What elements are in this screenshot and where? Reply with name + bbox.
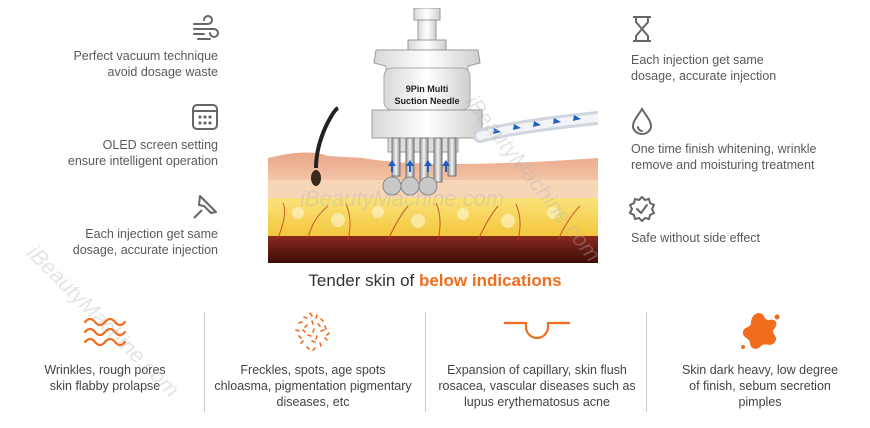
device-label-line1: 9Pin Multi — [406, 84, 449, 94]
device-label-line2: Suction Needle — [394, 96, 459, 106]
feature-vacuum-line1: Perfect vacuum technique — [73, 49, 218, 63]
feature-vacuum-line2: avoid dosage waste — [107, 65, 219, 79]
indication-wrinkles: Wrinkles, rough pores skin flabby prolap… — [0, 310, 210, 394]
feature-oled-line2: ensure intelligent operation — [67, 154, 218, 168]
feature-vacuum: Perfect vacuum technique avoid dosage wa… — [8, 48, 218, 80]
indications-headline: Tender skin of below indications — [0, 271, 870, 291]
indication-dark-skin-line1: Skin dark heavy, low degree — [681, 363, 839, 377]
indication-wrinkles-line1: Wrinkles, rough pores — [44, 363, 166, 377]
indication-dark-skin-line3: pimples — [738, 395, 782, 409]
indication-freckles-line1: Freckles, spots, age spots — [240, 363, 386, 377]
freckles-icon — [295, 312, 330, 351]
wrinkle-waves-icon — [83, 317, 127, 347]
pushpin-icon — [190, 192, 220, 222]
feature-whitening: One time finish whitening, wrinkle remov… — [631, 141, 831, 173]
indication-freckles: Freckles, spots, age spots chloasma, pig… — [208, 310, 418, 410]
indication-freckles-line3: diseases, etc — [276, 395, 350, 409]
feature-injection-right-line1: Each injection get same — [631, 53, 764, 67]
feature-whitening-line1: One time finish whitening, wrinkle — [631, 142, 817, 156]
feature-injection-right: Each injection get same dosage, accurate… — [631, 52, 831, 84]
wind-icon — [190, 14, 220, 44]
indication-freckles-line2: chloasma, pigmentation pigmentary — [214, 379, 412, 393]
indication-capillary-line3: lupus erythematosus acne — [464, 395, 610, 409]
safety-badge-icon — [627, 194, 657, 224]
skin-dip-icon — [504, 321, 570, 340]
keypad-icon — [190, 102, 220, 132]
feature-injection-right-line2: dosage, accurate injection — [631, 69, 777, 83]
headline-highlight: below indications — [418, 271, 562, 290]
suction-needle-illustration: 9Pin Multi Suction Needle — [268, 7, 605, 263]
feature-safe: Safe without side effect — [631, 230, 831, 246]
headline-prefix: Tender skin of — [308, 271, 419, 290]
indication-dark-skin-line2: of finish, sebum secretion — [689, 379, 831, 393]
divider-1 — [204, 312, 205, 412]
divider-2 — [425, 312, 426, 412]
indication-capillary-line1: Expansion of capillary, skin flush — [447, 363, 627, 377]
water-drop-icon — [627, 106, 657, 136]
indication-dark-skin: Skin dark heavy, low degree of finish, s… — [655, 310, 865, 410]
feature-oled-line1: OLED screen setting — [102, 138, 218, 152]
feature-safe-line1: Safe without side effect — [631, 231, 761, 245]
feature-whitening-line2: remove and moisturing treatment — [631, 158, 815, 172]
feature-injection-left-line2: dosage, accurate injection — [72, 243, 218, 257]
splash-icon — [741, 313, 780, 349]
hourglass-icon — [627, 14, 657, 44]
feature-injection-left-line1: Each injection get same — [85, 227, 218, 241]
feature-oled: OLED screen setting ensure intelligent o… — [8, 137, 218, 169]
indication-wrinkles-line2: skin flabby prolapse — [49, 379, 161, 393]
divider-3 — [646, 312, 647, 412]
indication-capillary: Expansion of capillary, skin flush rosac… — [432, 310, 642, 410]
indication-capillary-line2: rosacea, vascular diseases such as — [438, 379, 636, 393]
feature-injection-left: Each injection get same dosage, accurate… — [8, 226, 218, 258]
